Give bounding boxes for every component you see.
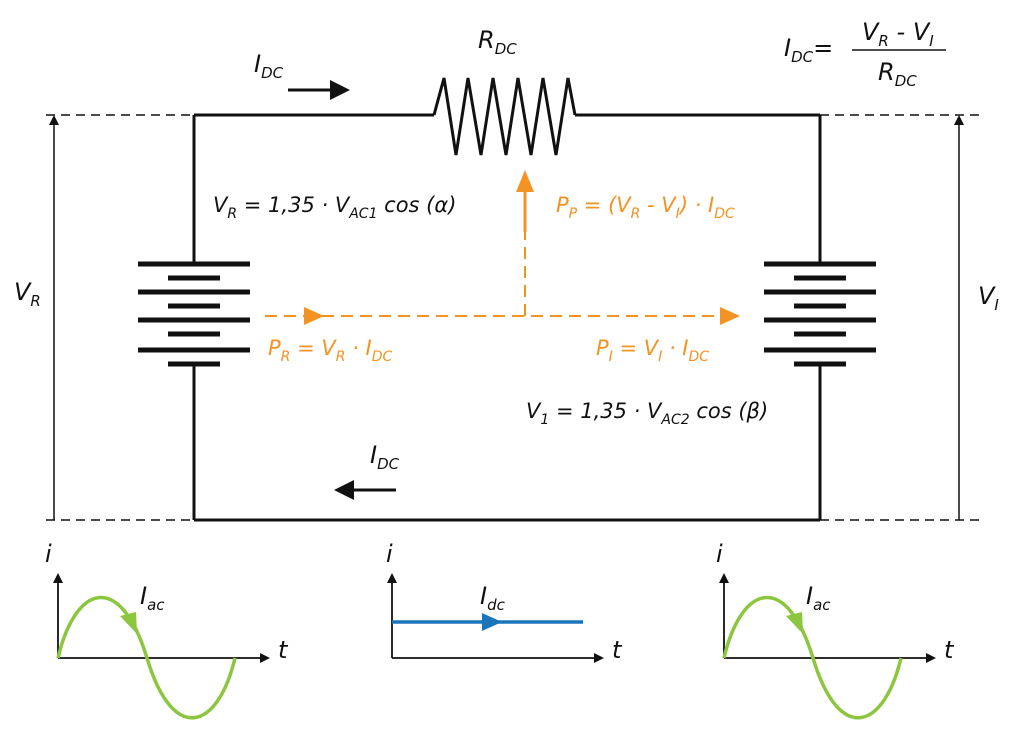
battery-right <box>764 261 876 367</box>
power-flow <box>265 170 740 325</box>
svg-text:i: i <box>716 540 723 568</box>
svg-text:Iac: Iac <box>140 582 165 614</box>
svg-text:i: i <box>45 540 52 568</box>
svg-text:Iac: Iac <box>806 582 831 614</box>
waveform-right: i t Iac <box>716 540 955 720</box>
waveform-left: i t Iac <box>45 540 289 720</box>
vr-side-label: VR <box>14 278 41 310</box>
waveform-right-curve <box>722 595 903 720</box>
current-arrow-top <box>288 80 350 100</box>
waveform-right-arrowhead <box>786 612 803 634</box>
power-flow-arrowhead-left <box>304 307 324 325</box>
circuit-wires <box>192 77 822 522</box>
svg-text:t: t <box>944 636 955 664</box>
power-flow-arrowhead-up <box>516 170 534 192</box>
vr-formula: VR = 1,35 · VAC1 cos (α) <box>213 193 456 222</box>
svg-text:Idc: Idc <box>480 582 506 614</box>
v1-formula: V1 = 1,35 · VAC2 cos (β) <box>526 399 768 428</box>
pp-formula: PP = (VR - VI) · IDC <box>556 193 735 222</box>
svg-text:IDC=: IDC= <box>784 34 833 66</box>
waveform-left-curve <box>56 595 237 720</box>
idc-formula: IDC= VR - VI RDC <box>784 18 946 90</box>
idc-bottom-label: IDC <box>370 441 400 473</box>
pr-formula: PR = VR · IDC <box>268 336 392 365</box>
idc-top-label: IDC <box>254 50 284 82</box>
svg-text:VR - VI: VR - VI <box>862 18 934 50</box>
waveform-left-arrowhead <box>120 612 137 634</box>
current-arrow-bottom <box>334 480 396 500</box>
svg-text:t: t <box>278 636 289 664</box>
vi-side-label: VI <box>978 282 999 314</box>
pi-formula: PI = VI · IDC <box>596 336 709 365</box>
resistor-zigzag <box>432 77 577 156</box>
svg-text:t: t <box>612 636 623 664</box>
resistor-label: RDC <box>478 26 517 58</box>
waveform-center-arrowhead <box>482 613 502 631</box>
svg-text:RDC: RDC <box>878 58 917 90</box>
reference-dashes <box>46 114 980 521</box>
svg-text:i: i <box>386 540 393 568</box>
battery-left <box>138 261 250 367</box>
power-flow-arrowhead-right <box>720 307 740 325</box>
waveform-center: i t Idc <box>386 540 623 664</box>
